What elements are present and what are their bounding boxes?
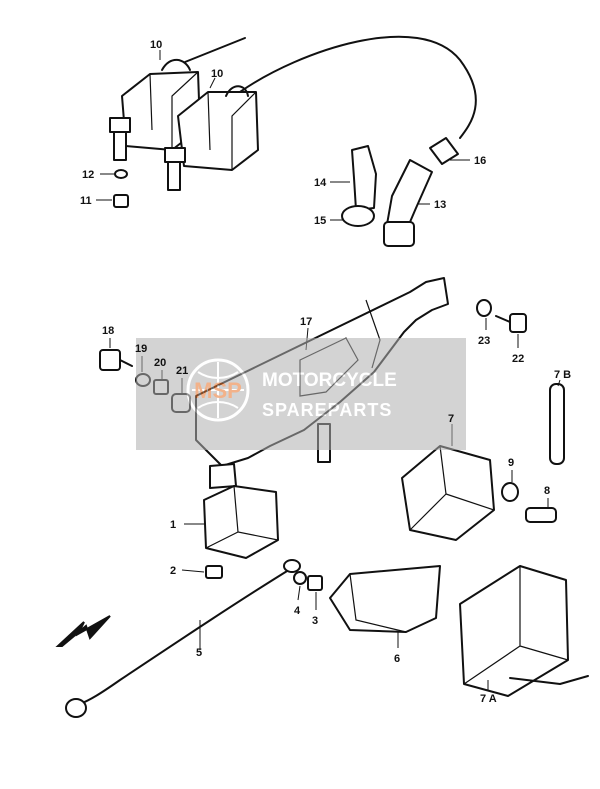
front-direction-arrow xyxy=(55,615,111,647)
callout-19: 19 xyxy=(135,343,147,355)
screw-8[interactable] xyxy=(525,507,557,523)
callout-10b: 10 xyxy=(211,68,223,80)
callout-6: 6 xyxy=(394,653,400,665)
callout-22: 22 xyxy=(512,353,524,365)
watermark-line2: SPAREPARTS xyxy=(262,400,392,420)
plug-cap-15[interactable] xyxy=(341,205,375,227)
callout-7a: 7 A xyxy=(480,693,497,705)
callout-5: 5 xyxy=(196,647,202,659)
relay-1[interactable] xyxy=(203,485,279,559)
washer-12[interactable] xyxy=(114,169,128,179)
lead-wire-5[interactable] xyxy=(65,559,301,718)
watermark: MSP MOTORCYCLE SPAREPARTS xyxy=(136,338,466,450)
callout-7: 7 xyxy=(448,413,454,425)
screw-2[interactable] xyxy=(205,565,223,579)
callout-9: 9 xyxy=(508,457,514,469)
plug-cap-13[interactable] xyxy=(383,159,433,247)
strap-7b[interactable] xyxy=(549,383,565,465)
callout-18: 18 xyxy=(102,325,114,337)
callout-7b: 7 B xyxy=(554,369,571,381)
callout-16: 16 xyxy=(474,155,486,167)
washer-9[interactable] xyxy=(501,482,519,502)
ignition-coil-front[interactable] xyxy=(164,35,477,191)
callout-20: 20 xyxy=(154,357,166,369)
callout-17: 17 xyxy=(300,316,312,328)
plug-cap-14[interactable] xyxy=(351,145,377,211)
callout-13: 13 xyxy=(434,199,446,211)
callout-12: 12 xyxy=(82,169,94,181)
callout-2: 2 xyxy=(170,565,176,577)
callout-3: 3 xyxy=(312,615,318,627)
bolt-18[interactable] xyxy=(99,349,133,371)
watermark-badge: MSP xyxy=(194,378,242,403)
callout-14: 14 xyxy=(314,177,327,189)
regulator-7a[interactable] xyxy=(459,565,589,697)
callout-10a: 10 xyxy=(150,39,162,51)
nut-3[interactable] xyxy=(307,575,323,591)
plug-cap-16[interactable] xyxy=(429,137,459,165)
callout-21: 21 xyxy=(176,365,188,377)
callout-4: 4 xyxy=(294,605,301,617)
cover-6[interactable] xyxy=(329,565,441,633)
washer-4[interactable] xyxy=(293,571,307,585)
callout-1: 1 xyxy=(170,519,176,531)
washer-23[interactable] xyxy=(476,299,492,317)
callout-15: 15 xyxy=(314,215,326,227)
callout-labels: 10 10 12 11 14 15 16 13 17 18 19 20 21 2… xyxy=(80,39,571,705)
watermark-line1: MOTORCYCLE xyxy=(262,370,397,391)
callout-11: 11 xyxy=(80,195,92,207)
regulator-7[interactable] xyxy=(401,445,495,541)
bolt-22[interactable] xyxy=(495,313,527,333)
callout-8: 8 xyxy=(544,485,550,497)
callout-23: 23 xyxy=(478,335,490,347)
screw-11[interactable] xyxy=(113,194,129,208)
